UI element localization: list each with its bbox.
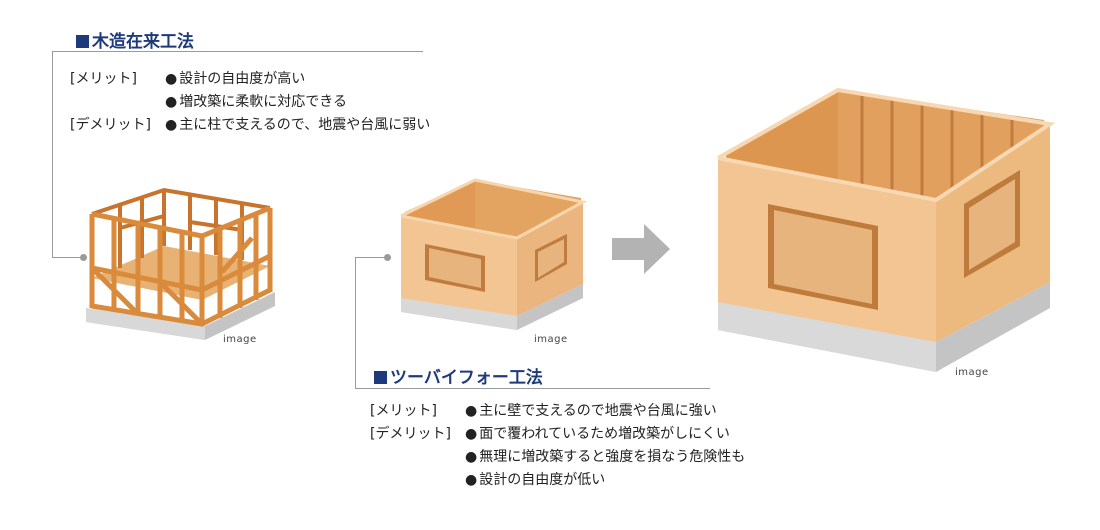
wood-method-title: 木造在来工法 <box>92 32 194 52</box>
square-bullet-icon <box>76 35 89 48</box>
wood-image-caption: image <box>223 334 257 345</box>
panel-large-image-caption: image <box>955 367 989 378</box>
leader-line-top <box>52 51 423 52</box>
leader-line-connector <box>355 257 388 258</box>
square-bullet-icon <box>374 371 387 384</box>
merit-text: 設計の自由度が高い <box>165 68 305 91</box>
panel-small-image-caption: image <box>534 334 568 345</box>
merit-text: 増改築に柔軟に対応できる <box>165 91 347 114</box>
wood-method-heading: 木造在来工法 <box>76 27 194 52</box>
demerit-text: 無理に増改築すると強度を損なう危険性も <box>465 446 745 469</box>
twobyfour-method-heading: ツーバイフォー工法 <box>374 363 543 388</box>
wood-method-list: [メリット] 設計の自由度が高い 増改築に柔軟に対応できる [デメリット] 主に… <box>70 68 430 137</box>
panel-house-small-illustration <box>400 178 588 330</box>
leader-line-bottom <box>355 388 710 389</box>
right-arrow-icon <box>612 224 670 274</box>
demerit-text: 主に柱で支えるので、地震や台風に弱い <box>165 114 430 137</box>
leader-dot <box>80 254 87 261</box>
merit-text: 主に壁で支えるので地震や台風に強い <box>465 400 717 423</box>
merit-label: [メリット] <box>370 403 437 419</box>
list-item: 設計の自由度が低い <box>370 469 745 492</box>
merit-label: [メリット] <box>70 71 137 87</box>
leader-line-connector <box>52 257 84 258</box>
list-item: [メリット] 設計の自由度が高い <box>70 68 430 91</box>
leader-line-left <box>355 257 356 389</box>
twobyfour-method-title: ツーバイフォー工法 <box>390 368 543 388</box>
list-item: 無理に増改築すると強度を損なう危険性も <box>370 446 745 469</box>
list-item: [デメリット] 主に柱で支えるので、地震や台風に弱い <box>70 114 430 137</box>
list-item: 増改築に柔軟に対応できる <box>70 91 430 114</box>
demerit-label: [デメリット] <box>370 426 451 442</box>
leader-dot <box>384 254 391 261</box>
twobyfour-method-list: [メリット] 主に壁で支えるので地震や台風に強い [デメリット] 面で覆われてい… <box>370 400 745 492</box>
list-item: [メリット] 主に壁で支えるので地震や台風に強い <box>370 400 745 423</box>
list-item: [デメリット] 面で覆われているため増改築がしにくい <box>370 423 745 446</box>
leader-line-left <box>52 51 53 258</box>
demerit-text: 設計の自由度が低い <box>465 469 605 492</box>
demerit-text: 面で覆われているため増改築がしにくい <box>465 423 730 446</box>
demerit-label: [デメリット] <box>70 117 151 133</box>
panel-house-large-illustration <box>717 87 1056 372</box>
wood-frame-house-illustration <box>86 187 275 340</box>
